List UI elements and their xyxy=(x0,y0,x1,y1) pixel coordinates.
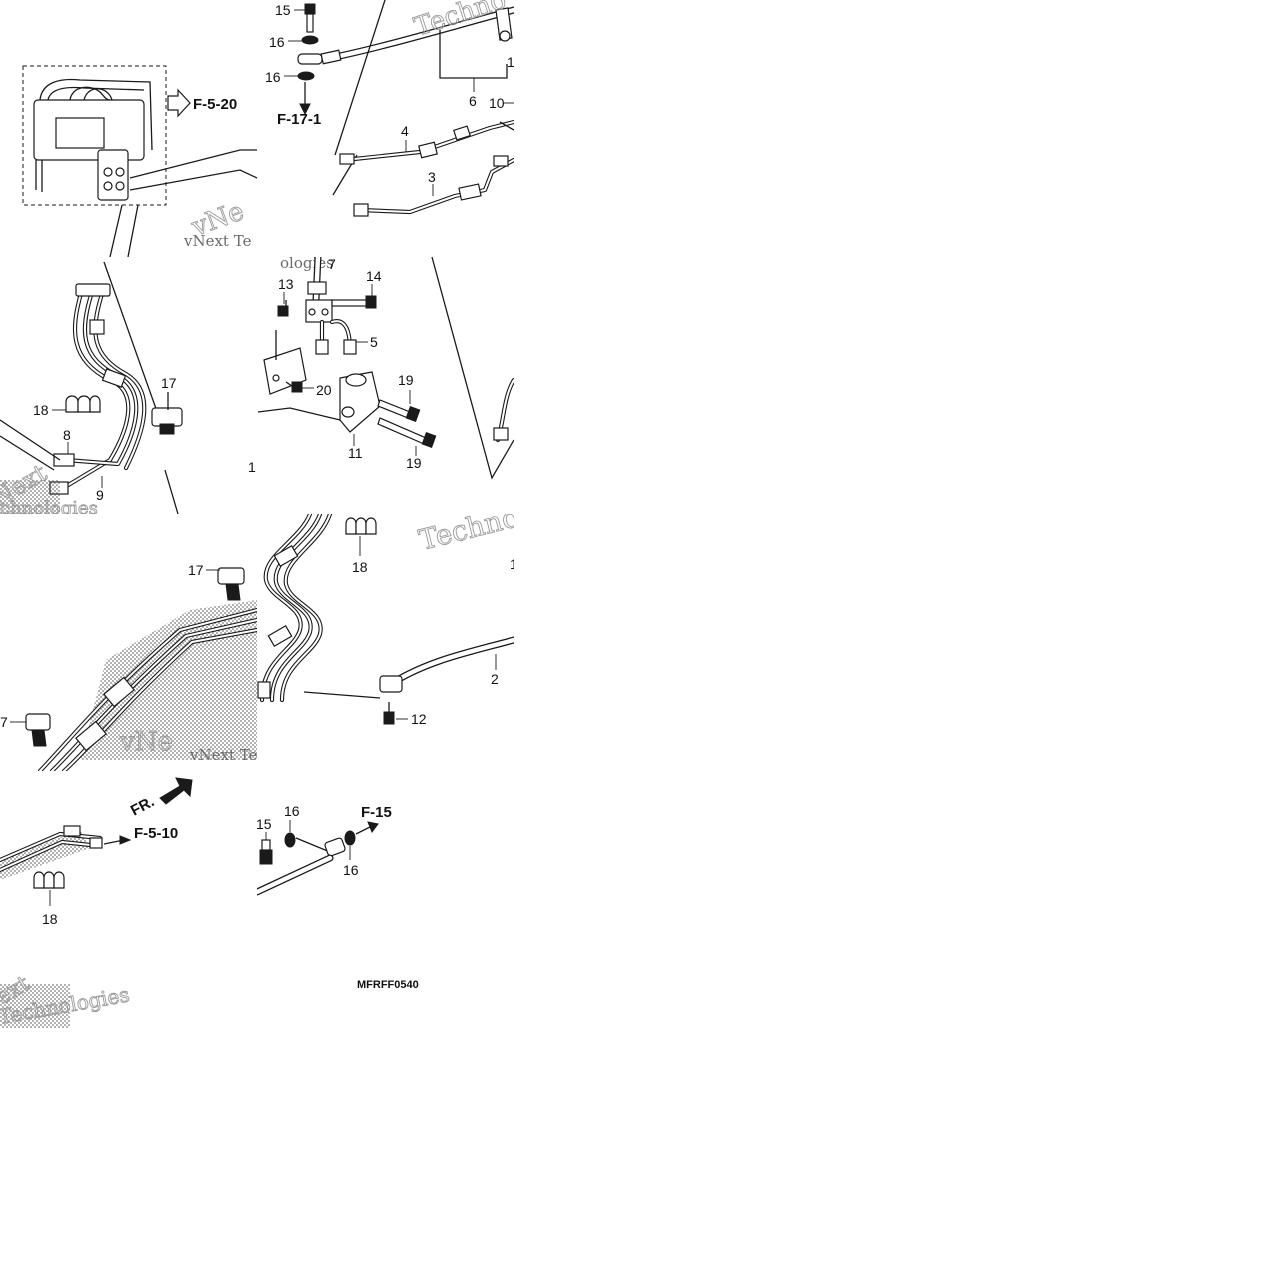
callout-18: 18 xyxy=(33,402,49,418)
watermark-text: vNe xyxy=(119,727,173,757)
pcv-valve-11 xyxy=(339,371,381,433)
watermark-text: vNext Te xyxy=(183,232,252,250)
brake-joint xyxy=(305,299,333,323)
ref-f-5-20: F-5-20 xyxy=(193,96,237,113)
callout-3: 3 xyxy=(428,169,436,185)
callout-16: 16 xyxy=(284,803,300,819)
callout-5: 5 xyxy=(370,334,378,350)
pipe-holder-17 xyxy=(217,567,245,601)
bolt-20 xyxy=(285,381,303,393)
callout-15: 15 xyxy=(275,2,291,18)
callout-1: 1 xyxy=(507,54,515,70)
callout-6: 6 xyxy=(469,93,477,109)
callout-9: 9 xyxy=(96,487,104,503)
callout-16: 16 xyxy=(343,862,359,878)
watermark-text: chnologies xyxy=(0,498,98,519)
brake-pipe-bundle xyxy=(0,825,103,873)
bolt-15 xyxy=(304,3,316,33)
ref-f-15: F-15 xyxy=(361,804,392,821)
brake-pipe-9 xyxy=(49,283,147,495)
hose-clamp xyxy=(495,7,513,42)
watermark-text: vNext Te xyxy=(189,746,258,764)
abs-modulator-unit xyxy=(33,78,153,201)
pipe-clamp-18 xyxy=(345,517,377,535)
front-label: FR. xyxy=(128,793,157,819)
watermark-text: ologies xyxy=(280,254,334,272)
pipe-clamp-18 xyxy=(65,395,101,413)
tile-pipe-bundle: 9 18 8 17 1 Next chnologies xyxy=(0,261,256,519)
brake-pipe-5 xyxy=(315,319,357,355)
brake-pipe-3 xyxy=(353,155,514,217)
sealing-washer-16 xyxy=(344,830,356,846)
tile-pcv-joint: ologies 7 13 14 5 xyxy=(257,254,514,480)
brake-hose-2 xyxy=(379,636,514,693)
callout-13: 13 xyxy=(278,276,294,292)
ref-f-5-10: F-5-10 xyxy=(134,825,178,842)
tile-upper-lines: 15 16 16 F-17-1 6 1 10 xyxy=(265,0,515,217)
pipe-holder-17 xyxy=(25,713,51,747)
callout-2: 2 xyxy=(491,671,499,687)
callout-18: 18 xyxy=(352,559,368,575)
callout-4: 4 xyxy=(401,123,409,139)
ref-f-17-1: F-17-1 xyxy=(277,111,321,128)
callout-19: 19 xyxy=(406,455,422,471)
watermark-text: Techno xyxy=(411,0,510,43)
callout-1-stub: 1 xyxy=(510,556,518,572)
callout-17: 17 xyxy=(161,375,177,391)
callout-16: 16 xyxy=(269,34,285,50)
callout-16: 16 xyxy=(265,69,281,85)
callout-20: 20 xyxy=(316,382,332,398)
sealing-washer-16 xyxy=(301,35,319,45)
callout-19: 19 xyxy=(398,372,414,388)
drawing-code: MFRFF0540 xyxy=(357,979,419,991)
banjo-hose-end xyxy=(295,837,346,857)
bolt-19 xyxy=(377,417,437,448)
callout-10: 10 xyxy=(489,95,505,111)
watermark-text: Techno xyxy=(416,500,523,557)
tile-abs-modulator: F-5-20 vNe vNext Te xyxy=(22,65,257,257)
callout-14: 14 xyxy=(366,268,382,284)
callout-7: 7 xyxy=(0,714,8,730)
sealing-washer-16 xyxy=(284,832,296,848)
watermark-text: ologies xyxy=(262,766,316,784)
brake-hose-7 xyxy=(307,257,327,304)
callout-18: 18 xyxy=(42,911,58,927)
callout-8: 8 xyxy=(63,427,71,443)
brake-pipe-bundle xyxy=(257,514,333,703)
banjo-fitting xyxy=(297,53,323,65)
bolt-13 xyxy=(277,300,289,317)
callout-15: 15 xyxy=(256,816,272,832)
reference-arrow-icon xyxy=(167,88,191,118)
tile-hose-2: 18 2 12 1 Techno xyxy=(257,500,523,727)
sealing-washer-16 xyxy=(297,71,315,81)
pipe-clamp-18 xyxy=(33,871,65,889)
brake-hose xyxy=(257,854,334,896)
callout-17: 17 xyxy=(188,562,204,578)
brake-pipe-bundle xyxy=(37,607,257,771)
bolt-14 xyxy=(331,295,377,309)
brake-hose-6 xyxy=(320,6,514,65)
callout-11: 11 xyxy=(348,445,363,461)
tile-rear-connection: 15 16 16 F-15 MFRFF0540 xyxy=(256,803,419,991)
abs-unit-frame xyxy=(22,65,167,206)
tile-front-arrow: ologies FR. F-5-10 18 ext Technologies xyxy=(0,766,316,1028)
callout-12: 12 xyxy=(411,711,427,727)
callout-1-stub: 1 xyxy=(248,459,256,475)
brake-pipe-4 xyxy=(339,119,514,165)
pipe-holder-17 xyxy=(151,392,183,435)
tile-lower-bundle: 17 7 vNe vNext Te xyxy=(0,562,258,771)
front-direction-arrow-icon xyxy=(159,777,193,805)
callout-7: 7 xyxy=(328,256,336,272)
bolt-15 xyxy=(259,839,273,865)
bolt-12 xyxy=(383,702,395,725)
bolt-19 xyxy=(377,399,421,422)
